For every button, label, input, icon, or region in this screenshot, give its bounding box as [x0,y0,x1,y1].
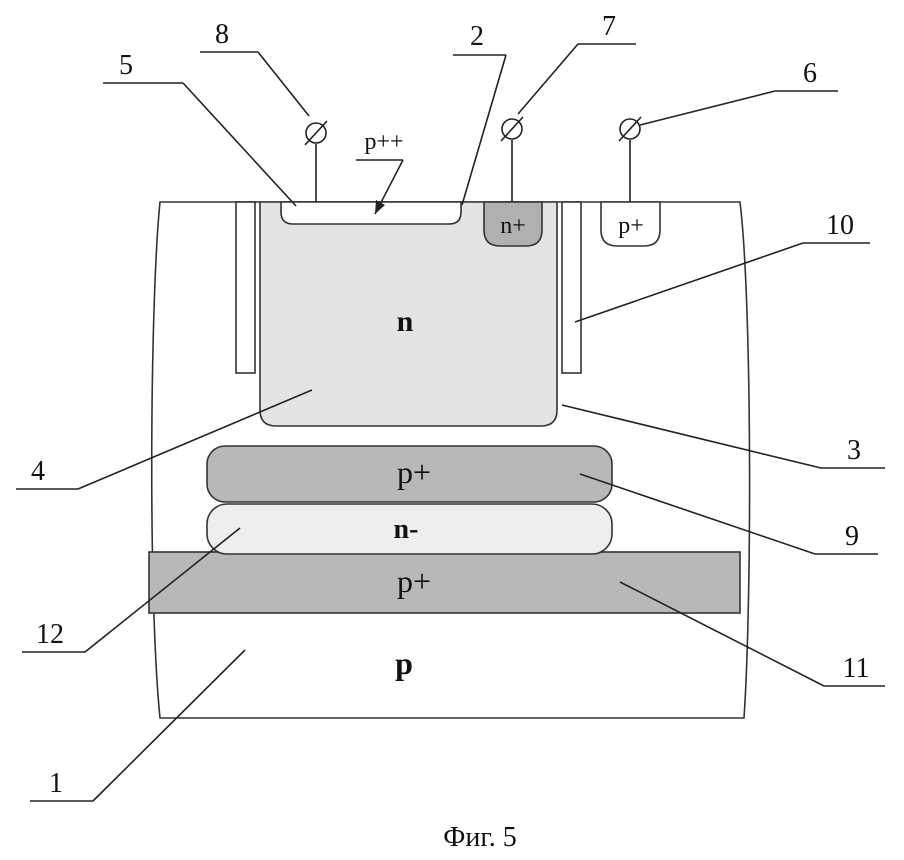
label-p-plus-buried: p+ [397,454,431,490]
callout-12: 12 [36,619,64,650]
callout-2: 2 [470,21,484,52]
label-p-plus-layer: p+ [397,563,431,599]
terminal-8 [305,121,327,202]
callout-10: 10 [826,210,854,241]
terminal-7 [501,117,523,202]
label-n: n [397,305,414,338]
callout-5: 5 [119,50,133,81]
callout-8: 8 [215,19,229,50]
label-p-substrate: p [395,645,413,681]
label-p-plus-contact: p+ [618,213,644,239]
callout-9: 9 [845,521,859,552]
right-trench [562,202,581,373]
p-plus-plus-region [281,202,461,224]
callout-3: 3 [847,435,861,466]
terminal-6 [619,117,641,202]
callout-11: 11 [843,653,870,684]
left-trench [236,202,255,373]
callout-1: 1 [49,768,63,799]
label-n-minus: n- [394,514,419,545]
label-n-plus: n+ [500,213,526,239]
callout-7: 7 [602,11,616,42]
callout-6: 6 [803,58,817,89]
figure-caption: Фиг. 5 [443,822,516,853]
p-plus-layer-region [149,552,740,613]
label-p-plus-plus: p++ [364,129,403,155]
callout-4: 4 [31,456,45,487]
